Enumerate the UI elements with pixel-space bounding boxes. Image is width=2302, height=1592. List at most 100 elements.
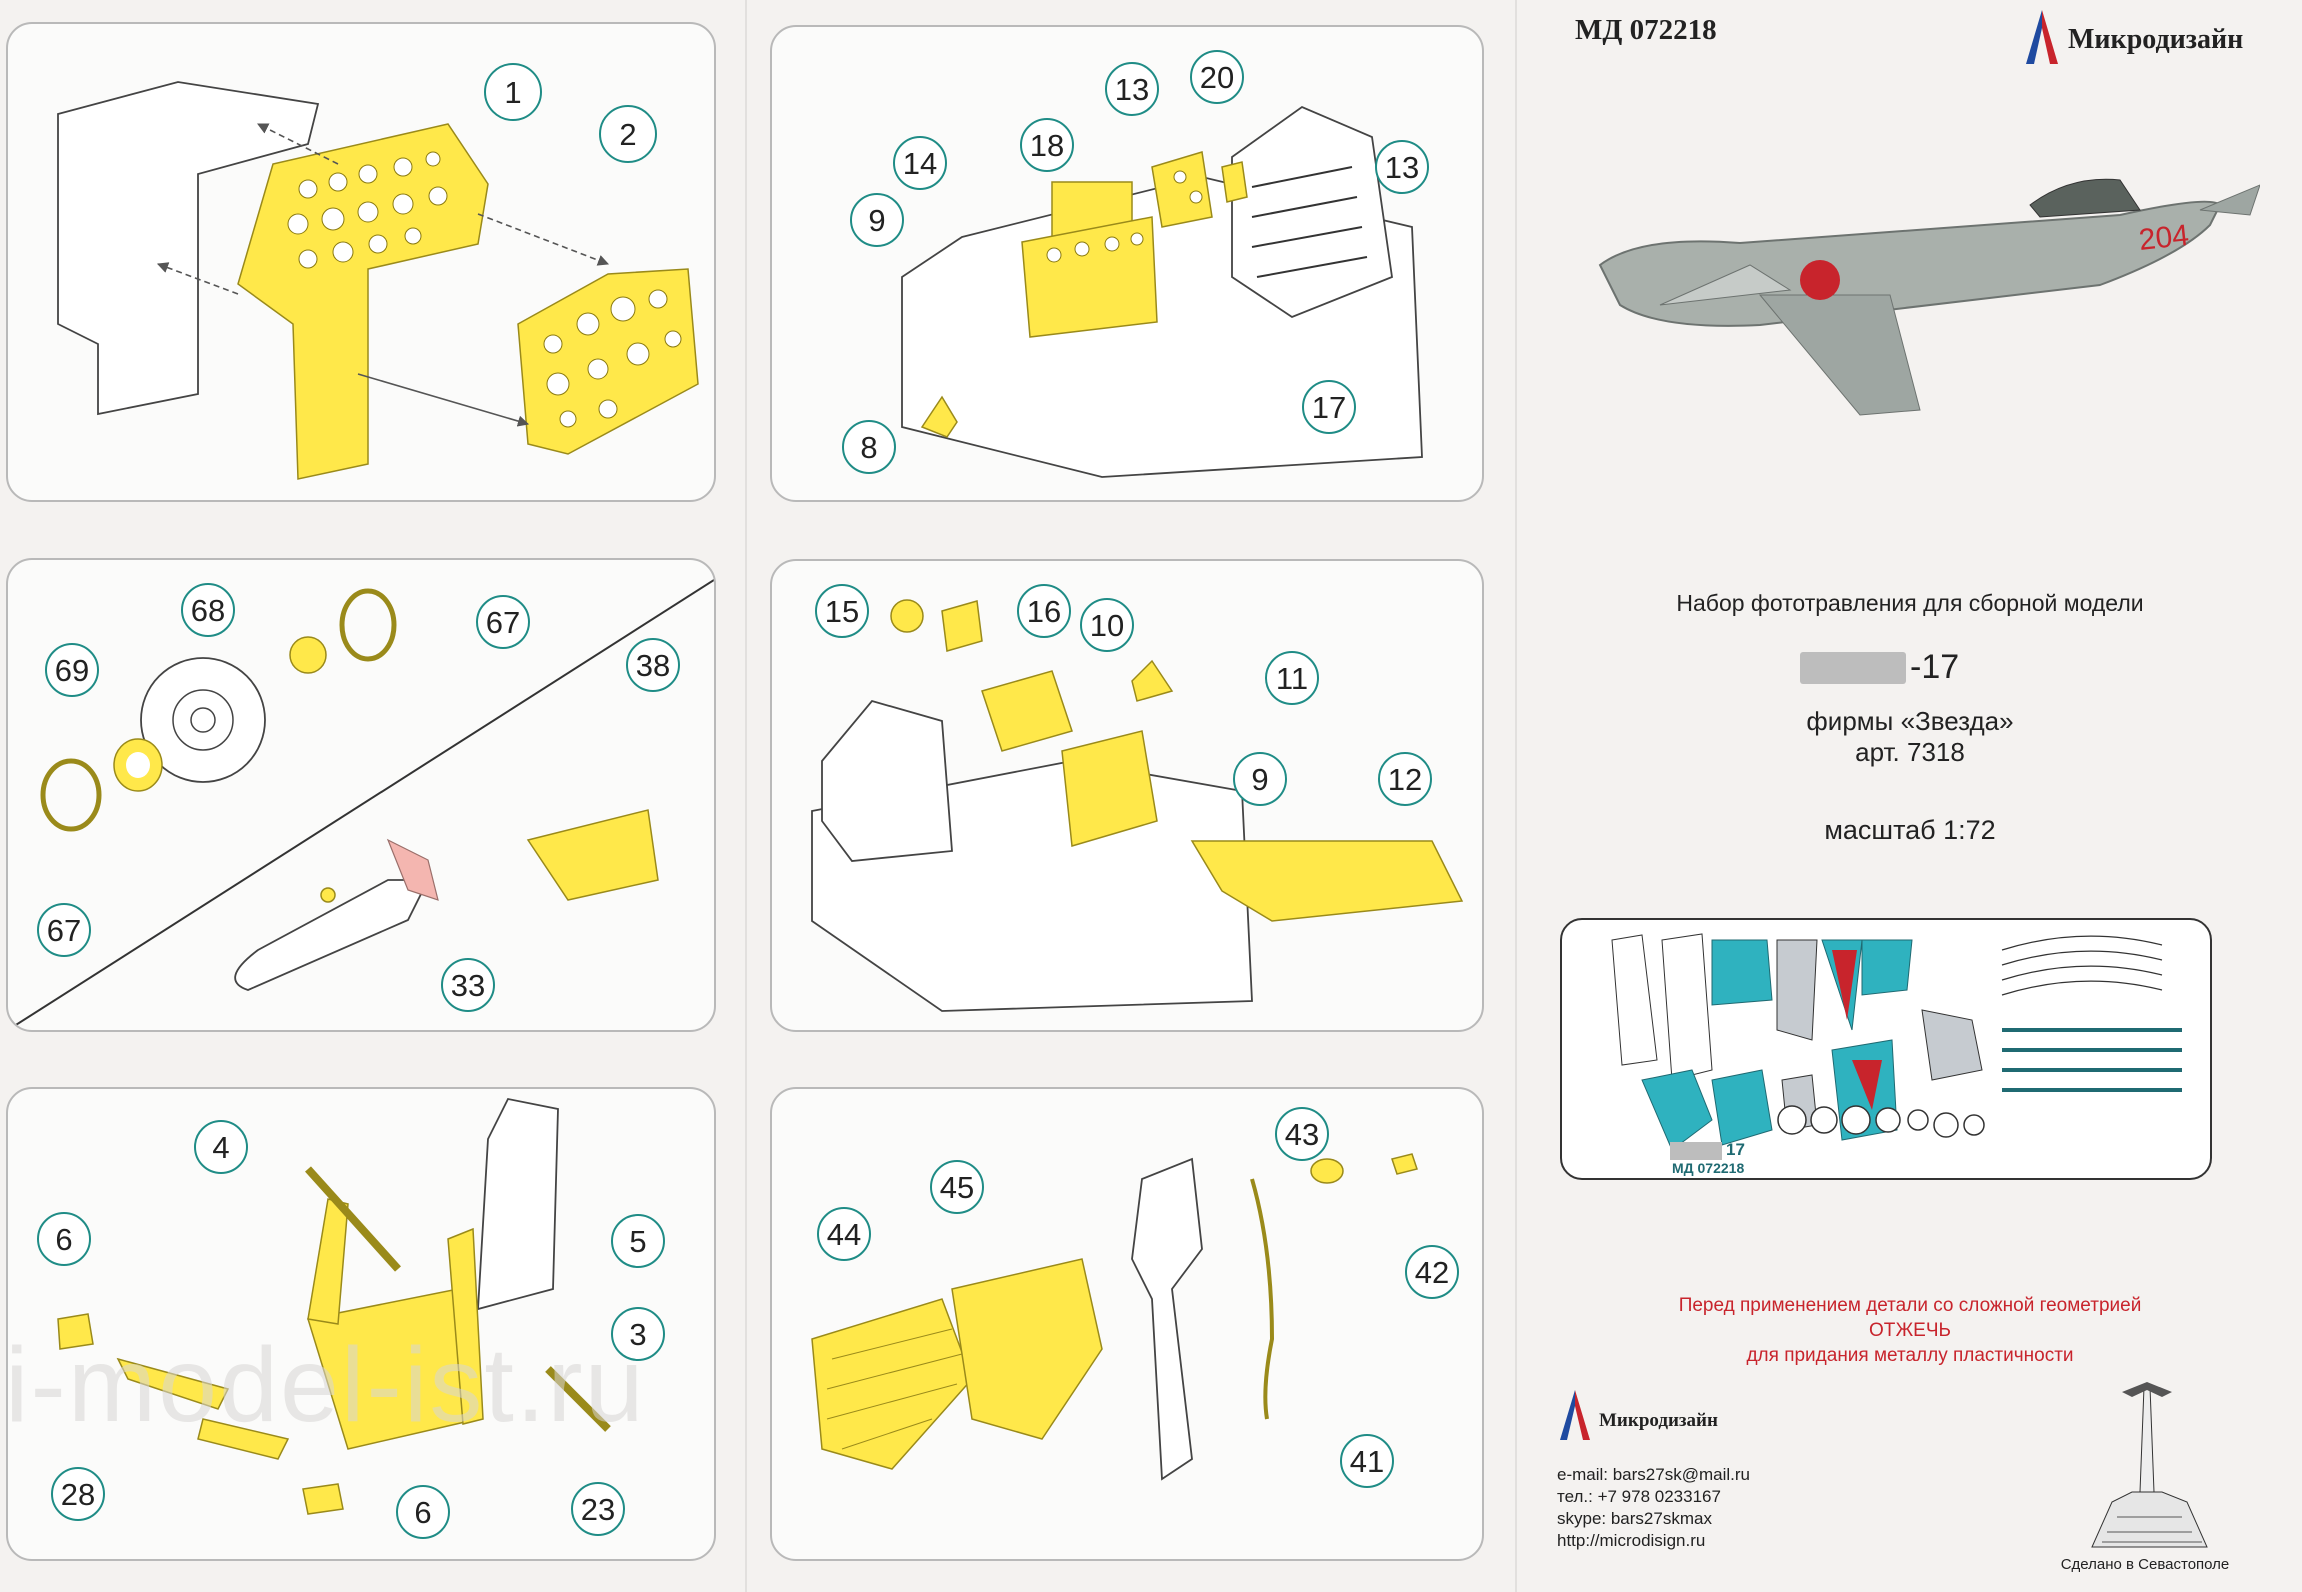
brand-logo-icon [2026,10,2058,64]
control-stick [1131,1157,1203,1481]
contact-email[interactable]: e-mail: bars27sk@mail.ru [1557,1465,1750,1484]
part-9 [1021,216,1158,338]
contacts-brand: Микродизайн [1599,1410,1718,1431]
warning-line-1: Перед применением детали со сложной геом… [1678,1295,2142,1316]
contact-website-link[interactable]: http://microdisign.ru [1557,1531,1706,1550]
wheel [140,657,266,783]
part-13 [1151,151,1213,228]
callout-9-rear [1233,752,1287,806]
part-6a [57,1313,94,1350]
callout-68-label: 68 [191,593,225,628]
callout-42-label: 42 [1415,1255,1449,1290]
model-name-suffix: -17 [1910,648,1960,686]
callout-28 [51,1467,105,1521]
callout-20-label: 20 [1200,60,1234,95]
callout-45 [930,1160,984,1214]
panel-4-drawing: 15 16 10 11 9 12 [811,584,1464,1012]
callout-13b [1375,140,1429,194]
part-45 [951,1258,1103,1440]
aircraft-tail-number: 204 [2137,219,2190,257]
brand-logo: Микродизайн [2020,8,2280,68]
callout-12 [1378,752,1432,806]
panel-6-drawing: 43 45 44 42 41 [811,1107,1459,1488]
callout-69 [45,643,99,697]
callout-9 [850,193,904,247]
callout-44 [817,1207,871,1261]
callout-8-label: 8 [860,430,877,465]
fold-line-left [745,0,747,1592]
photoetch-sheet-drawing [1611,933,2182,1151]
callout-42 [1405,1245,1459,1299]
warning-line-3: для придания металлу пластичности [1746,1345,2074,1366]
part-28b [197,1418,290,1460]
part-28 [116,1357,230,1410]
part-44 [811,1298,973,1470]
callout-13a [1105,62,1159,116]
seat-headrest [477,1097,559,1311]
seat-back [1231,105,1393,319]
callout-17-label: 17 [1312,390,1346,425]
panel-cockpit-front: 18 13 20 14 9 13 17 8 [770,25,1484,502]
panel-5-drawing: 4 6 5 3 28 6 23 [37,1097,665,1539]
callout-1-label: 1 [504,75,521,110]
intro-line-4: арт. 7318 [1855,737,1965,767]
callout-33 [441,958,495,1012]
contact-phone[interactable]: тел.: +7 978 0233167 [1557,1487,1721,1506]
callout-2 [599,105,657,163]
callout-14 [893,136,947,190]
callout-41-label: 41 [1350,1444,1384,1479]
part-38 [526,809,659,901]
rear-seat-back [821,699,953,862]
callout-8 [842,420,896,474]
part-10 [981,670,1073,752]
part-41 [1250,1178,1275,1420]
callout-9-label: 9 [868,203,885,238]
panel-side-panels: 43 45 44 42 41 [770,1087,1484,1561]
callout-11 [1265,651,1319,705]
panel-3-drawing: 68 67 69 38 67 33 [8,579,714,1030]
callout-4 [194,1120,248,1174]
fold-line-right [1515,0,1517,1592]
part-3 [545,1366,611,1432]
callout-67a [476,595,530,649]
callout-38 [626,638,680,692]
callout-16 [1017,584,1071,638]
intro-line-3: фирмы «Звезда» [1806,706,2014,736]
part-2 [517,268,699,455]
part-15 [890,599,924,633]
callout-6a [37,1212,91,1266]
callout-33-label: 33 [451,968,485,1003]
tank-fin [386,838,439,901]
callout-9-rear-label: 9 [1251,762,1268,797]
model-name: -17 [1800,648,2020,688]
part-68 [289,636,327,674]
drop-tank [234,879,430,991]
callout-18 [1020,118,1074,172]
callout-43 [1275,1107,1329,1161]
aircraft-illustration: 204 [1598,178,2260,416]
callout-38-label: 38 [636,648,670,683]
callout-43-label: 43 [1285,1117,1319,1152]
contact-skype[interactable]: skype: bars27skmax [1557,1509,1712,1528]
callout-11-label: 11 [1276,661,1308,696]
brand-name: Микродизайн [2068,24,2244,55]
callout-5-label: 5 [629,1224,646,1259]
callout-3-label: 3 [629,1317,646,1352]
callout-6b-label: 6 [414,1495,431,1530]
scale-label: масштаб 1:72 [1824,815,1996,845]
callout-69-label: 69 [55,653,89,688]
part-20 [1221,161,1248,203]
callout-1 [484,63,542,121]
callout-6b [396,1485,450,1539]
part-11 [1131,659,1174,702]
intro-line-1: Набор фототравления для сборной модели [1676,590,2144,616]
monument-illustration [2091,1382,2208,1548]
panel-wheel-drop-tank: 68 67 69 38 67 33 [6,558,716,1032]
callout-17 [1302,380,1356,434]
part-67b [40,758,102,832]
callout-10-label: 10 [1090,608,1124,643]
callout-67a-label: 67 [486,605,520,640]
callout-5 [611,1214,665,1268]
callout-2-label: 2 [619,117,636,152]
contacts-logo: Микродизайн [1555,1388,1805,1443]
